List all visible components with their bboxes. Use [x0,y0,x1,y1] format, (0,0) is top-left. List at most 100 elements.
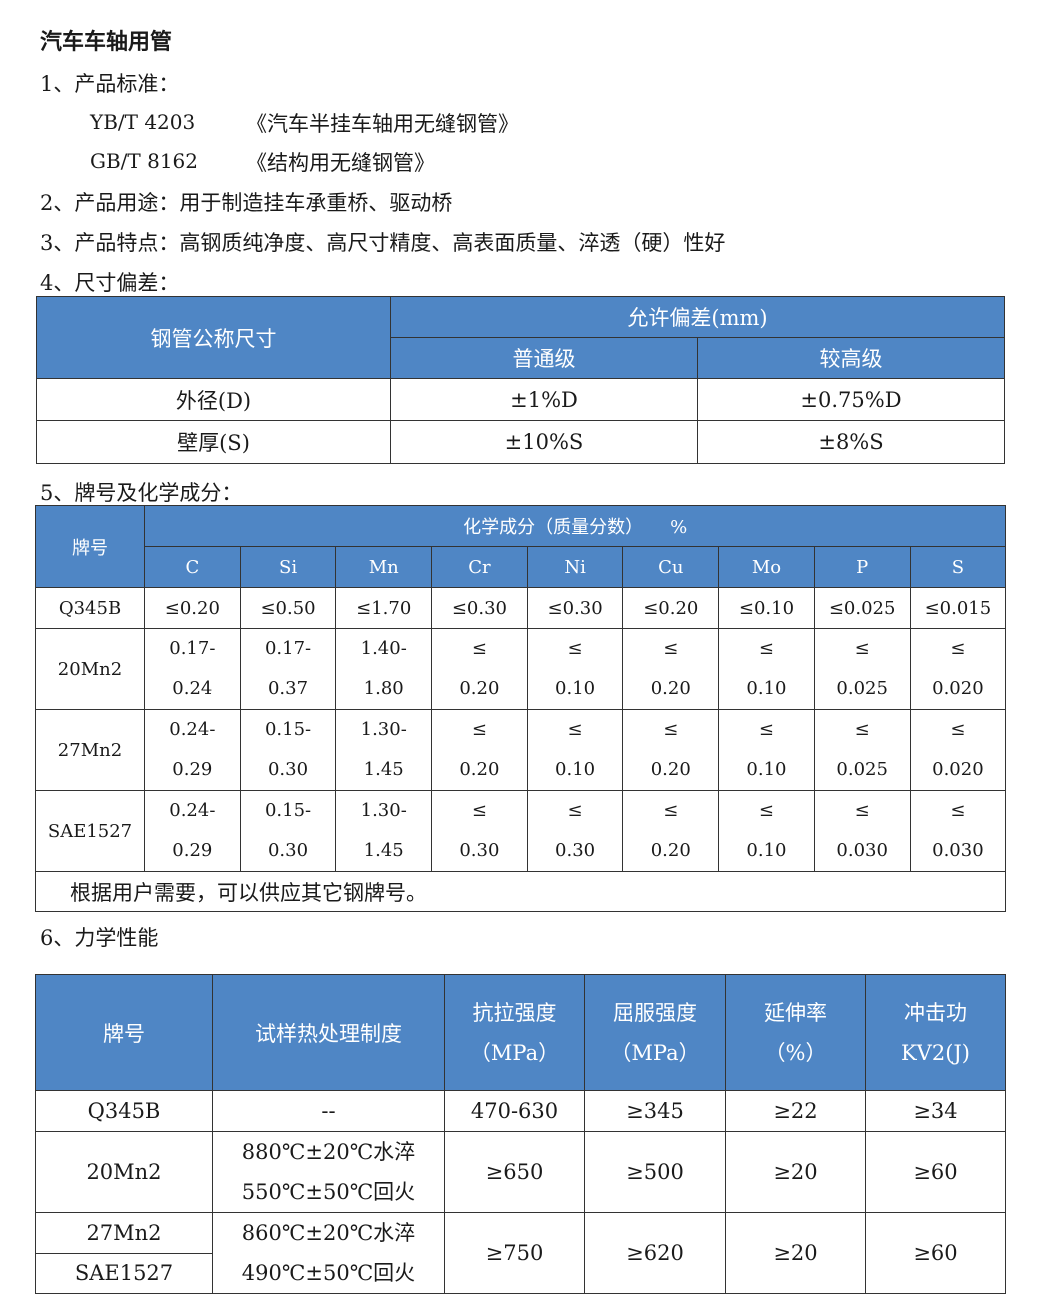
chem-value-cell: ≤0.20 [431,709,528,791]
chem-value-top: ≤ [471,719,487,740]
table-cell: ≥620 [584,1212,726,1294]
chem-value-bottom: 0.025 [836,759,888,780]
chem-value-top: ≤ [663,800,679,821]
chem-value-bottom: 1.45 [363,759,404,780]
chem-value-top: ≤ [758,800,775,821]
chem-value-cell: ≤0.30 [431,587,528,629]
chem-value-top: 1.30- [360,800,407,821]
grade-cell: Q345B [35,587,145,629]
standard-name: 《结构用无缝钢管》 [246,151,435,175]
chem-value-cell: ≤0.20 [622,587,720,629]
chem-value-cell: ≤0.30 [526,790,624,872]
grade-cell: 20Mn2 [35,628,145,710]
chem-value-cell: 0.15- 0.30 [239,709,337,791]
chem-value-cell: ≤0.20 [431,628,528,710]
chem-value-cell: ≤0.025 [813,628,911,710]
element-header: Ni [526,546,624,588]
header-elongation: 延伸率 （%） [725,974,866,1091]
table-row: 壁厚(S) ±10%S ±8%S [36,420,1005,464]
table-cell: 860℃±20℃水淬 490℃±50℃回火 [212,1212,445,1294]
chem-value-top: ≤ [854,719,870,740]
chem-value-cell: ≤0.020 [909,709,1007,791]
table-cell: ≥20 [725,1212,866,1294]
chem-value-cell: ≤0.50 [239,587,337,629]
table-cell: 880℃±20℃水淬 550℃±50℃回火 [212,1131,445,1213]
header-tolerance: 允许偏差(mm) [390,296,1005,338]
element-header: Mo [718,546,815,588]
element-header: Cr [431,546,528,588]
chem-value-cell: ≤0.020 [909,628,1007,710]
table-cell: 20Mn2 [35,1131,213,1213]
chem-value-bottom: 0.030 [932,840,984,861]
header-text: 延伸率 [764,1000,827,1025]
chem-value-top: 0.17- [169,638,216,659]
chem-value-bottom: 0.20 [459,759,500,780]
element-header: C [144,546,241,588]
chem-value-cell: ≤1.70 [335,587,433,629]
chem-value-top: ≤ [854,800,870,821]
table-cell: ≥750 [444,1212,585,1294]
chem-value-top: ≤ [854,638,870,659]
chem-value-bottom: 0.10 [555,759,596,780]
heat-step: 880℃±20℃水淬 [241,1140,416,1164]
chem-value-cell: ≤0.20 [144,587,241,629]
chem-value-cell: 0.17-0.24 [144,628,241,710]
chem-value-bottom: 1.45 [363,840,404,861]
standard-code: GB/T 8162 [90,149,199,173]
chem-value-cell: 0.17- 0.37 [239,628,337,710]
chem-value-top: 0.17- [264,638,312,659]
chem-value-top: 0.15- [264,719,312,740]
chem-value-cell: 0.24-0.29 [144,709,241,791]
chem-value-bottom: 0.20 [650,759,691,780]
chem-value-bottom: 0.29 [172,840,213,861]
chem-value-top: 0.15- [264,800,312,821]
chem-value-bottom: 0.10 [746,678,787,699]
header-yield: 屈服强度 （MPa） [584,974,726,1091]
grade-cell: SAE1527 [35,790,145,872]
standard-name: 《汽车半挂车轴用无缝钢管》 [246,112,519,136]
table-row: 27Mn2 860℃±20℃水淬 490℃±50℃回火 ≥750 ≥620 ≥2… [35,1212,1006,1294]
table-cell: ≥650 [444,1131,585,1213]
chem-value-cell: ≤0.030 [813,790,911,872]
chem-value-bottom: 0.20 [459,678,500,699]
header-unit: KV2(J) [900,1040,971,1065]
element-header: Cu [622,546,720,588]
chem-value-cell: ≤0.10 [718,790,815,872]
element-header: Mn [335,546,433,588]
header-grade: 牌号 [35,505,145,588]
chem-value-cell: 1.30- 1.45 [335,709,433,791]
chem-value-bottom: 0.20 [650,678,691,699]
chem-value-cell: 1.40-1.80 [335,628,433,710]
header-size: 钢管公称尺寸 [36,296,391,379]
chem-value-cell: 0.24- 0.29 [144,790,241,872]
chem-value-top: ≤ [950,800,966,821]
header-text: 屈服强度 [613,1000,697,1025]
chem-value-bottom: 0.37 [267,678,309,699]
chem-value-top: 1.30- [360,719,407,740]
chem-value-top: 0.24- [169,800,216,821]
chem-value-cell: ≤0.20 [622,790,720,872]
grade-cell: 27Mn2 [35,709,145,791]
chem-value-bottom: 0.30 [267,759,309,780]
chem-value-bottom: 0.29 [172,759,213,780]
table-cell: SAE1527 [35,1252,213,1294]
chem-body: Q345B≤0.20≤0.50≤1.70≤0.30≤0.30≤0.20≤0.10… [35,587,1007,872]
chem-value-cell: ≤0.20 [622,709,720,791]
features-line: 3、产品特点：高钢质纯净度、高尺寸精度、高表面质量、淬透（硬）性好 [40,231,726,255]
chem-value-cell: ≤0.10 [526,628,624,710]
heat-step: 490℃±50℃回火 [241,1261,416,1285]
chem-value-cell: ≤0.025 [813,709,911,791]
header-unit: （MPa） [469,1040,560,1065]
chem-value-cell: ≤0.10 [718,587,815,629]
table-cell: ≥60 [865,1131,1006,1213]
table-cell: 外径(D) [36,378,391,421]
mech-heading: 6、力学性能 [40,926,159,950]
heat-step: 550℃±50℃回火 [241,1180,416,1204]
chem-value-top: ≤ [471,800,487,821]
chem-value-top: ≤ [950,638,966,659]
chem-value-cell: ≤0.10 [526,709,624,791]
chem-value-cell: ≤0.30 [431,790,528,872]
usage-line: 2、产品用途：用于制造挂车承重桥、驱动桥 [40,191,453,215]
